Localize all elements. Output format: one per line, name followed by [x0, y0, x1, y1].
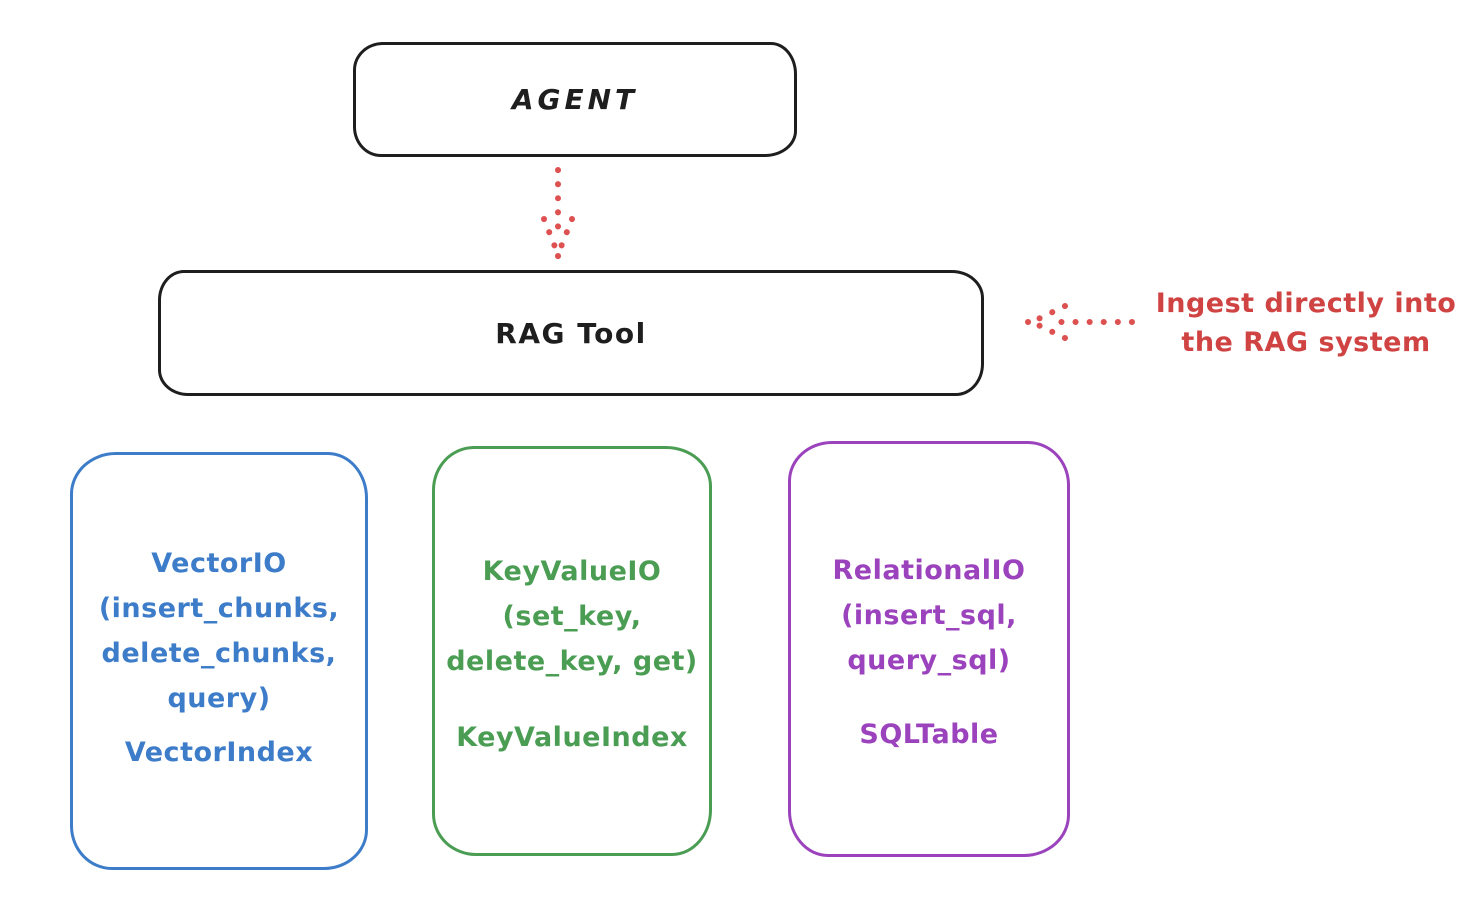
relational-io-methods-line1: (insert_sql, — [841, 600, 1017, 631]
keyvalue-io-methods-line2: delete_key, get) — [446, 646, 698, 677]
vector-io-methods-line1: (insert_chunks, — [98, 593, 340, 624]
sql-table-label: SQLTable — [859, 719, 999, 750]
ingest-annotation-line2: the RAG system — [1181, 327, 1431, 358]
vector-io-box: VectorIO (insert_chunks, delete_chunks, … — [70, 452, 368, 870]
rag-tool-label: RAG Tool — [495, 316, 647, 350]
agent-to-ragtool-arrow — [541, 167, 575, 260]
keyvalue-io-title: KeyValueIO — [482, 556, 662, 587]
keyvalue-index-label: KeyValueIndex — [456, 722, 688, 753]
ingest-annotation: Ingest directly into the RAG system — [1138, 284, 1474, 362]
vector-io-title: VectorIO — [151, 548, 287, 579]
rag-tool-box: RAG Tool — [158, 270, 984, 396]
vector-io-methods-line3: query) — [167, 683, 271, 714]
relational-io-box: RelationalIO (insert_sql, query_sql) SQL… — [788, 441, 1070, 857]
vector-index-label: VectorIndex — [124, 737, 314, 768]
ingest-arrow — [1025, 303, 1135, 341]
relational-io-title: RelationalIO — [832, 555, 1026, 586]
relational-io-methods-line2: query_sql) — [847, 645, 1011, 676]
agent-box: AGENT — [353, 42, 797, 157]
ingest-annotation-line1: Ingest directly into — [1155, 288, 1457, 319]
keyvalue-io-methods-line1: (set_key, — [502, 601, 642, 632]
agent-label: AGENT — [511, 83, 639, 116]
keyvalue-io-box: KeyValueIO (set_key, delete_key, get) Ke… — [432, 446, 712, 856]
vector-io-methods-line2: delete_chunks, — [101, 638, 337, 669]
